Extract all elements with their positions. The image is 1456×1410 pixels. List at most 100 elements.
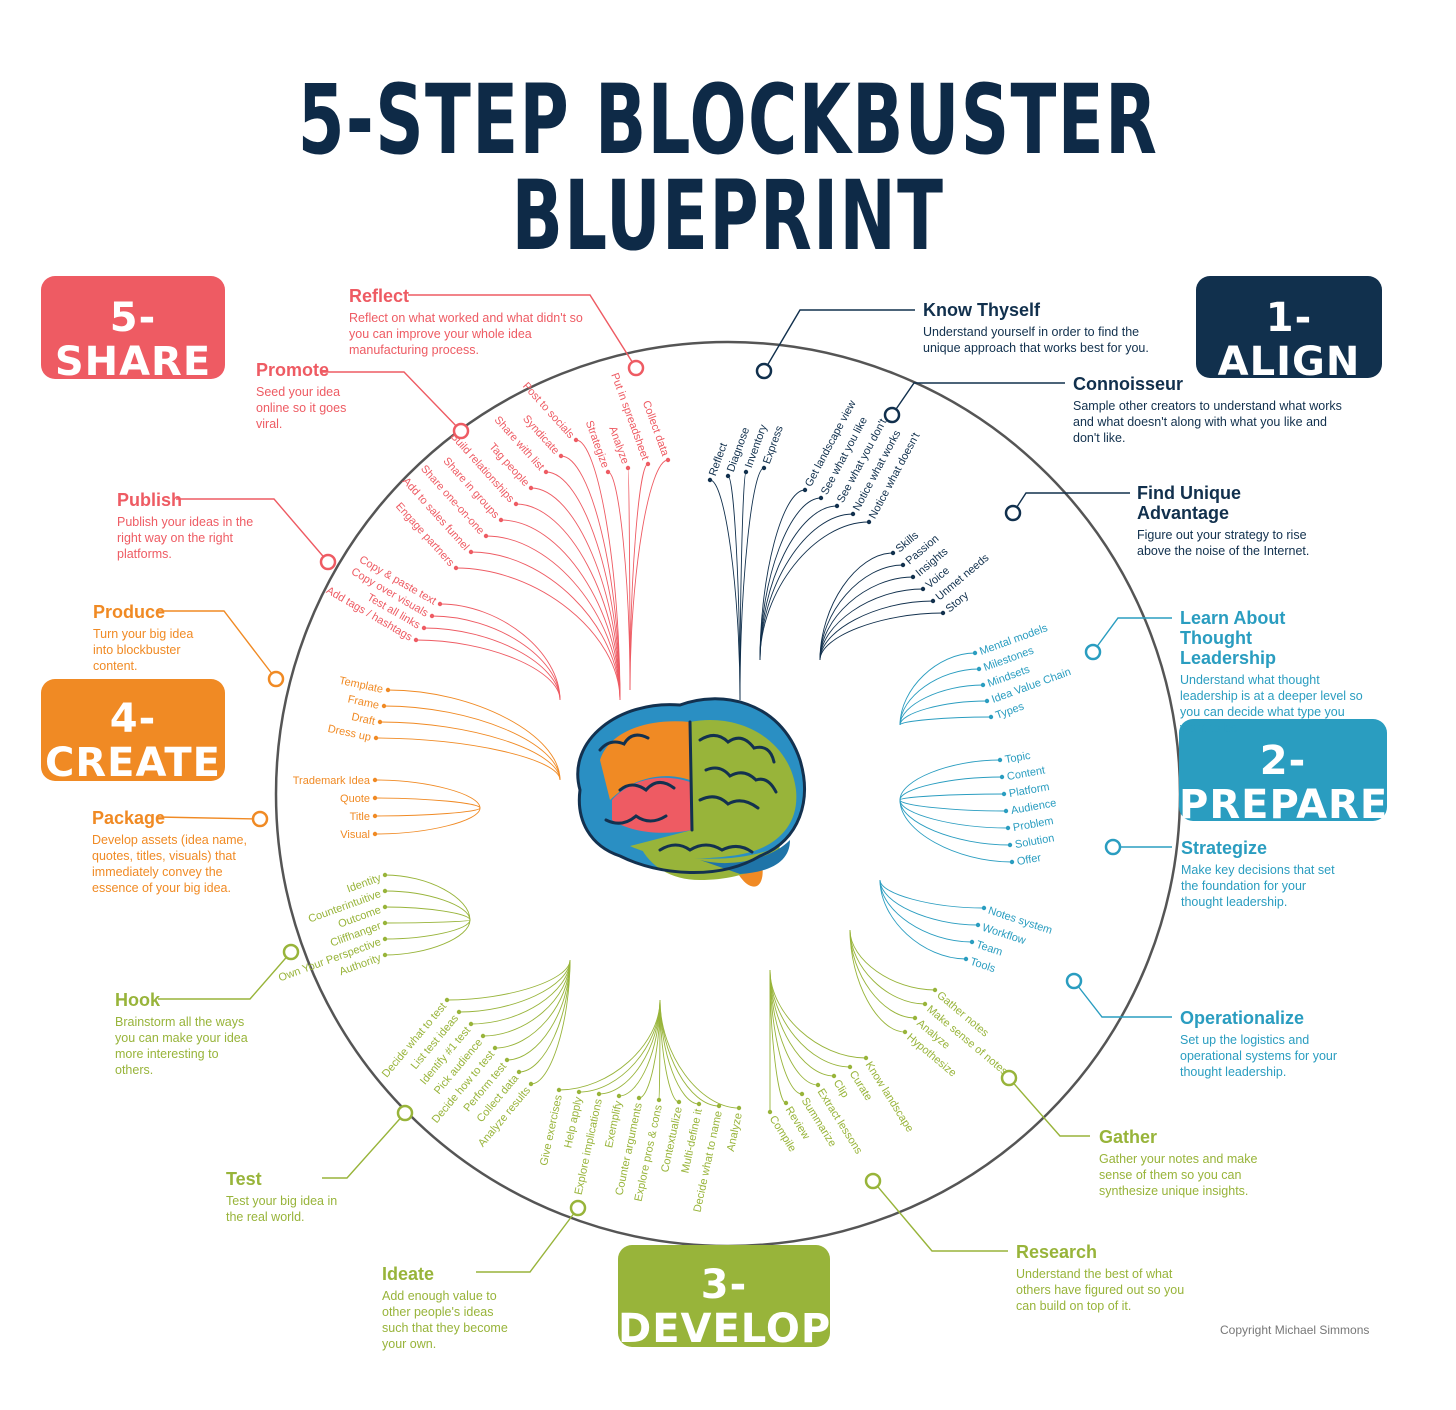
branch-dot-test	[504, 1057, 510, 1063]
branch-line-research	[769, 969, 835, 1077]
branch-dot-research	[783, 1100, 789, 1106]
branch-line-connoisseur	[759, 521, 870, 661]
branch-label-ideate: Help apply	[562, 1095, 585, 1149]
ring-node-produce	[267, 670, 285, 688]
branch-line-test	[470, 959, 571, 1025]
branch-line-operationalize	[879, 879, 967, 960]
branch-dot-package	[372, 813, 378, 819]
branch-line-research	[769, 969, 851, 1068]
branch-line-ideate	[558, 999, 661, 1091]
branch-label-ideate: Analyze	[725, 1112, 745, 1153]
label-know-thyself-desc: Understand yourself in order to find the…	[923, 325, 1149, 355]
branch-dot-promote	[513, 501, 519, 507]
branch-dot-produce	[373, 735, 379, 741]
branch-dot-ideate	[556, 1087, 562, 1093]
branch-line-connoisseur	[759, 513, 854, 661]
branch-dot-learn	[980, 682, 986, 688]
branch-dot-connoisseur	[818, 495, 824, 501]
branch-dot-learn	[988, 714, 994, 720]
branch-line-strategize	[899, 759, 1001, 801]
branch-line-hook	[384, 919, 471, 924]
branch-dot-publish	[421, 625, 427, 631]
branch-line-reflect	[739, 467, 765, 701]
branch-line-test	[458, 959, 571, 1013]
branch-line-promote	[575, 439, 621, 701]
branch-lines	[374, 439, 1013, 1112]
branch-dot-publish	[437, 601, 443, 607]
label-ideate-title: Ideate	[382, 1264, 435, 1284]
branch-line-research	[769, 969, 819, 1086]
label-know-thyself: Know Thyself Understand yourself in orde…	[923, 300, 1163, 356]
badge-develop-title: 3-DEVELOP	[618, 1262, 832, 1352]
branch-dot-advantage	[930, 598, 936, 604]
branch-dot-reflect	[707, 477, 713, 483]
label-know-thyself-title: Know Thyself	[923, 300, 1041, 320]
label-learn-about-thought-leadership: Learn About Thought Leadership Understan…	[1180, 608, 1370, 736]
branch-line-hook	[384, 906, 471, 921]
ring-node-package	[251, 810, 269, 828]
branch-dot-promote	[528, 485, 534, 491]
branch-dot-learn	[976, 666, 982, 672]
branch-line-ideate	[659, 999, 720, 1107]
badge-prepare-title: 2-PREPARE	[1179, 738, 1389, 828]
branch-line-publish	[439, 603, 561, 701]
branch-line-test	[482, 959, 571, 1037]
branch-dot-produce	[381, 703, 387, 709]
label-publish-title: Publish	[117, 490, 183, 510]
branch-dot-advantage	[940, 610, 946, 616]
branch-label-strategize: Audience	[1010, 797, 1057, 817]
branch-dot-ideate	[576, 1089, 582, 1095]
branch-dot-strategize	[1009, 859, 1015, 865]
ring-node-promote	[452, 422, 470, 440]
label-test: Test Test your big idea in the real worl…	[226, 1169, 356, 1225]
branch-dot-hook	[382, 888, 388, 894]
badge-share-title: 5-SHARE	[54, 295, 212, 385]
branch-dot-test	[444, 997, 450, 1003]
branch-line-connoisseur	[759, 497, 822, 661]
branch-line-promote	[470, 551, 621, 701]
label-operationalize-desc: Set up the logistics and operational sys…	[1180, 1033, 1338, 1079]
branch-dot-test	[516, 1069, 522, 1075]
connector-know-thyself	[763, 309, 915, 372]
branch-dot-gather	[932, 987, 938, 993]
branch-dot-gather	[922, 1001, 928, 1007]
branch-dot-research	[767, 1109, 773, 1115]
ring-node-reflect	[627, 359, 645, 377]
branch-dot-hook	[382, 952, 388, 958]
branch-line-test	[446, 959, 571, 1001]
branch-label-strategize: Content	[1006, 765, 1046, 784]
branch-line-strategize	[899, 799, 1009, 829]
label-gather: Gather Gather your notes and make sense …	[1099, 1127, 1279, 1199]
label-produce-desc: Turn your big idea into blockbuster cont…	[93, 627, 194, 673]
branch-dot-hook	[382, 920, 388, 926]
branch-dot-reflect	[743, 469, 749, 475]
label-reflect: Reflect Reflect on what worked and what …	[349, 286, 599, 358]
connector-package	[157, 816, 261, 820]
branch-label-produce: Frame	[347, 693, 381, 711]
label-find-unique-advantage: Find Unique Advantage Figure out your st…	[1137, 483, 1327, 559]
label-ideate: Ideate Add enough value to other people'…	[382, 1264, 522, 1352]
label-research-desc: Understand the best of what others have …	[1016, 1267, 1185, 1313]
branch-line-package	[374, 797, 481, 809]
branch-line-advantage	[819, 588, 924, 661]
branch-dot-operationalize	[969, 939, 975, 945]
connector-research	[872, 1180, 1008, 1252]
branch-dot-strategize	[999, 774, 1005, 780]
badge-create: 4-CREATE content	[41, 679, 225, 805]
branch-dot-strategize	[997, 757, 1003, 763]
branch-label-package: Visual	[340, 829, 370, 841]
branch-line-ideate	[618, 999, 661, 1097]
label-operationalize-title: Operationalize	[1180, 1008, 1305, 1028]
badge-share-subtitle: everywhere	[84, 383, 202, 404]
label-learn-about-thought-leadership-desc: Understand what thought leadership is at…	[1180, 673, 1363, 735]
label-promote: Promote Seed your idea online so it goes…	[256, 360, 376, 432]
connector-connoisseur	[891, 382, 1065, 416]
branch-line-reflect	[727, 475, 741, 701]
label-package-title: Package	[92, 808, 166, 828]
label-research-title: Research	[1016, 1242, 1098, 1262]
label-reflect-title: Reflect	[349, 286, 410, 306]
branch-dot-promote	[558, 453, 564, 459]
branch-label-promote: Post to socials	[520, 380, 577, 441]
connector-reflect	[408, 294, 637, 369]
branch-line-test	[506, 959, 571, 1061]
